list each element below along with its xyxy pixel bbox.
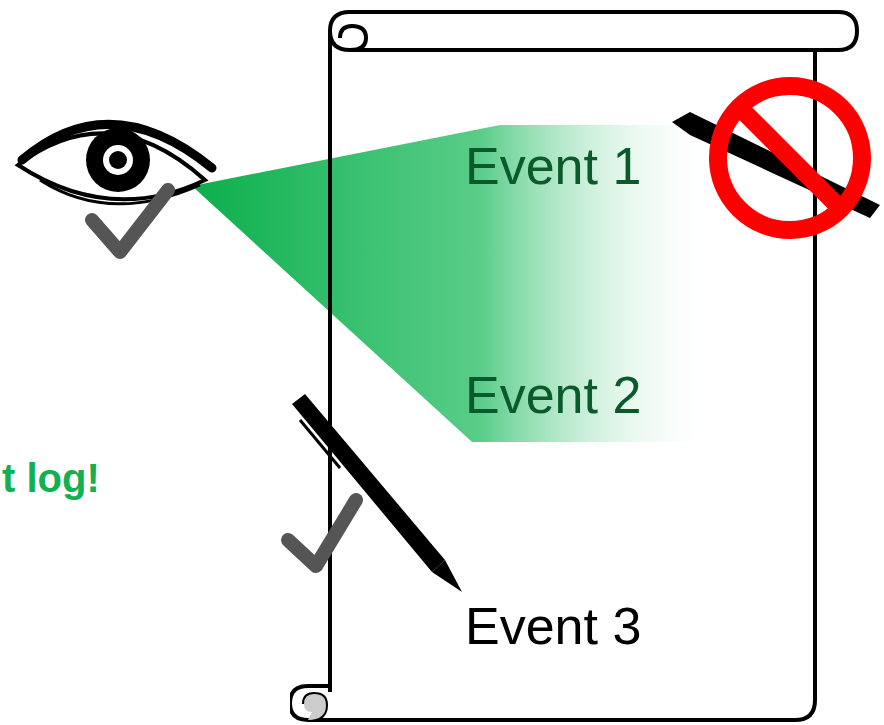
check-mark: [92, 190, 168, 252]
scroll-line: [308, 50, 815, 720]
scroll-document: Event 1 Event 2 Event 3: [290, 5, 865, 725]
event-text: Event 1: [465, 138, 641, 195]
pen-icon: [292, 394, 462, 592]
forbidden-pen: [672, 86, 880, 230]
event-text: Event 2: [465, 367, 641, 424]
scroll-line: [304, 694, 326, 720]
event-text: Event 3: [465, 598, 641, 655]
slogan-text: t log!: [2, 456, 100, 501]
scroll-line: [328, 31, 332, 692]
view-beam: [192, 125, 720, 442]
scroll-line: [330, 12, 366, 50]
eye-icon: [18, 124, 212, 203]
scroll-line: [350, 12, 857, 50]
scroll-curl: [304, 694, 326, 720]
scroll-line: [290, 686, 330, 720]
check-mark: [288, 500, 356, 566]
